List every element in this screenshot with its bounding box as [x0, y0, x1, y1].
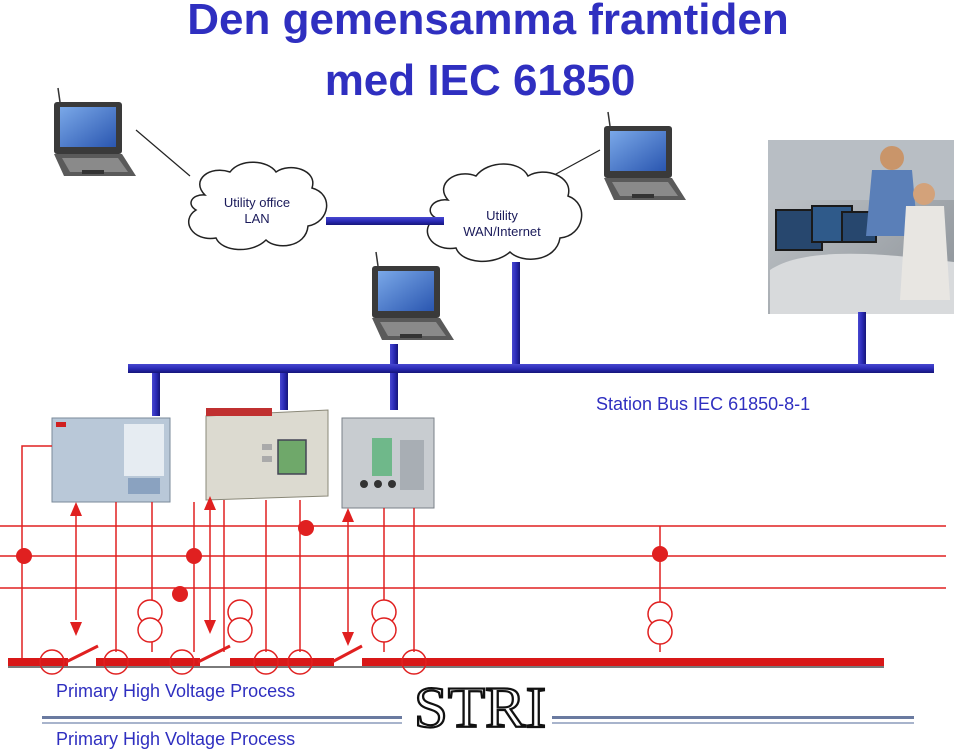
bus-drop-ied-1 [152, 370, 160, 416]
primary-busbar [8, 658, 884, 668]
stri-logo: STRI [413, 674, 547, 741]
laptop-icon-remote [603, 111, 687, 201]
process-label: Primary High Voltage Process [56, 681, 296, 701]
busbar-nodes [39, 649, 427, 675]
operators-photo [768, 140, 954, 314]
ied-device-icon-1 [51, 417, 171, 503]
bus-drop-operators [858, 312, 866, 366]
station-bus-label: Station Bus IEC 61850-8-1 [596, 394, 811, 414]
signal-arrows [70, 496, 354, 646]
connection-nodes [16, 520, 668, 602]
laptop-icon-station [371, 251, 455, 341]
bus-drop-ied-3 [390, 370, 398, 410]
cloud-icon-office [187, 161, 328, 251]
cloud-label-wan-line2: WAN/Internet [463, 224, 541, 239]
cloud-label-wan: Utility WAN/Internet [452, 208, 552, 240]
ied-device-icon-2 [205, 408, 329, 501]
cloud-label-office-line2: LAN [244, 211, 270, 226]
laptop-icon-office [53, 87, 137, 177]
cloud-icon-wan [426, 163, 583, 263]
stri-logo-text: STRI [414, 675, 546, 740]
current-transformer-icons [137, 599, 673, 645]
ied-device-icon-3 [341, 417, 435, 509]
cloud-label-office-line1: Utility office [223, 195, 291, 210]
title-line-2: med IEC 61850 [324, 56, 636, 105]
cloud-label-office: Utility office LAN [212, 195, 302, 227]
station-bus [128, 364, 934, 373]
bus-drop-wan [512, 262, 520, 366]
bus-drop-laptop [390, 344, 398, 366]
breaker-switch-icons [65, 644, 363, 664]
bus-drop-ied-2 [280, 370, 288, 410]
process-label-repeat: Primary High Voltage Process [56, 729, 296, 749]
cloud-label-wan-line1: Utility [486, 208, 518, 223]
footer-rules [42, 716, 914, 724]
title-line-1: Den gemensamma framtiden [187, 0, 789, 44]
link-line-office [135, 129, 191, 177]
lan-link-bar [326, 217, 444, 225]
